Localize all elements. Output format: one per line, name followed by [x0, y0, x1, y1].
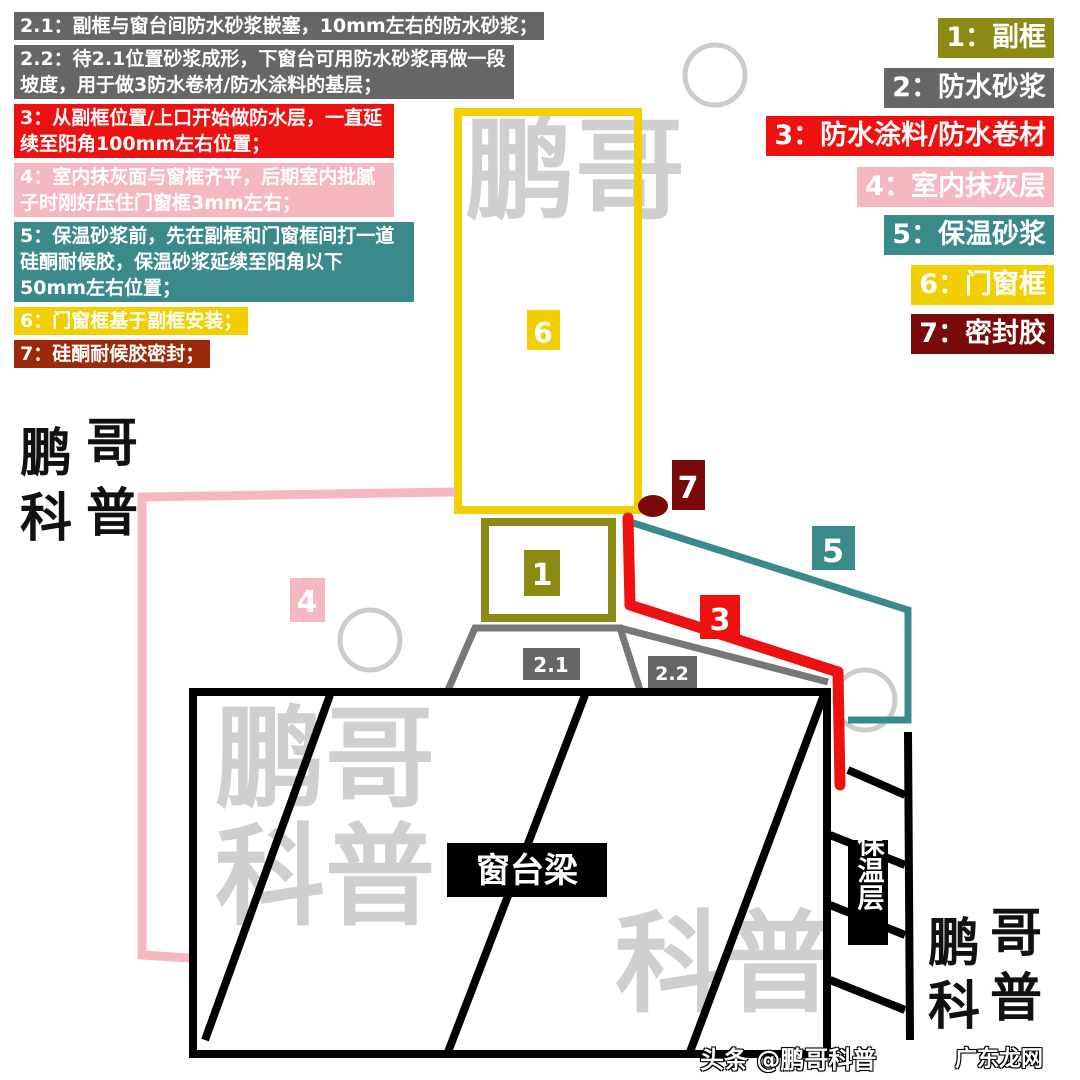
- note-4: 4：室内抹灰面与窗框齐平，后期室内批腻子时刚好压住门窗框3mm左右；: [14, 163, 394, 217]
- label-3: 3: [710, 603, 731, 638]
- mortar-2-2: [619, 624, 829, 686]
- legend-item-4: 4：室内抹灰层: [857, 167, 1054, 207]
- label-1: 1: [532, 558, 553, 593]
- mortar-2-1: [444, 624, 644, 692]
- label-7: 7: [678, 471, 699, 506]
- legend-item-7: 7：密封胶: [911, 314, 1054, 354]
- label-beam: 窗台梁: [476, 851, 578, 891]
- legend-item-1: 1：副框: [938, 18, 1054, 58]
- note-6: 6：门窗框基于副框安装；: [14, 307, 249, 335]
- source-credit: 头条 @鹏哥科普: [700, 1046, 877, 1074]
- interior-plaster-4: [137, 487, 456, 963]
- legend-item-3: 3：防水涂料/防水卷材: [766, 116, 1054, 156]
- label-6: 6: [533, 316, 552, 349]
- sealant-7: [638, 495, 668, 517]
- label-insulation: 保温层: [853, 829, 886, 911]
- note-3: 3：从副框位置/上口开始做防水层，一直延续至阳角100mm左右位置；: [14, 104, 394, 158]
- logo-char: 科: [928, 976, 981, 1037]
- subframe-1: [481, 518, 616, 622]
- watermark-top: 鹏哥: [465, 107, 685, 235]
- label-4: 4: [297, 585, 318, 620]
- logo-char: 哥: [990, 903, 1043, 964]
- logo-char: 哥: [86, 413, 139, 474]
- note-2-1: 2.1：副框与窗台间防水砂浆嵌塞，10mm左右的防水砂浆；: [14, 12, 544, 40]
- note-7: 7：硅酮耐候胶密封；: [14, 340, 211, 368]
- logo-char: 科: [20, 488, 73, 549]
- insulation-mortar-5: [628, 518, 912, 724]
- diagram-labels: 6 1 2.1 2.2 3 4 5 7 窗台梁 保温层: [290, 310, 888, 945]
- source-credit-2: 广东龙网: [955, 1047, 1044, 1072]
- label-2-2: 2.2: [655, 663, 689, 685]
- notes-list: 2.1：副框与窗台间防水砂浆嵌塞，10mm左右的防水砂浆； 2.2：待2.1位置…: [14, 12, 544, 368]
- note-2-2: 2.2：待2.1位置砂浆成形，下窗台可用防水砂浆再做一段坡度，用于做3防水卷材/…: [14, 45, 514, 99]
- legend-item-2: 2：防水砂浆: [884, 68, 1054, 108]
- logo-char: 普: [86, 483, 139, 544]
- sill-beam: [189, 688, 831, 1058]
- label-2-1: 2.1: [533, 653, 568, 677]
- legend-item-5: 5：保温砂浆: [884, 215, 1054, 255]
- legend-item-6: 6：门窗框: [911, 265, 1054, 305]
- label-5: 5: [822, 532, 844, 570]
- note-5: 5：保温砂浆前，先在副框和门窗框间打一道硅酮耐候胶，保温砂浆延续至阳角以下50m…: [14, 222, 414, 302]
- window-frame-6: [454, 108, 642, 514]
- logo-char: 普: [990, 968, 1043, 1029]
- logo-char: 鹏: [928, 913, 981, 974]
- logo-char: 鹏: [20, 423, 73, 484]
